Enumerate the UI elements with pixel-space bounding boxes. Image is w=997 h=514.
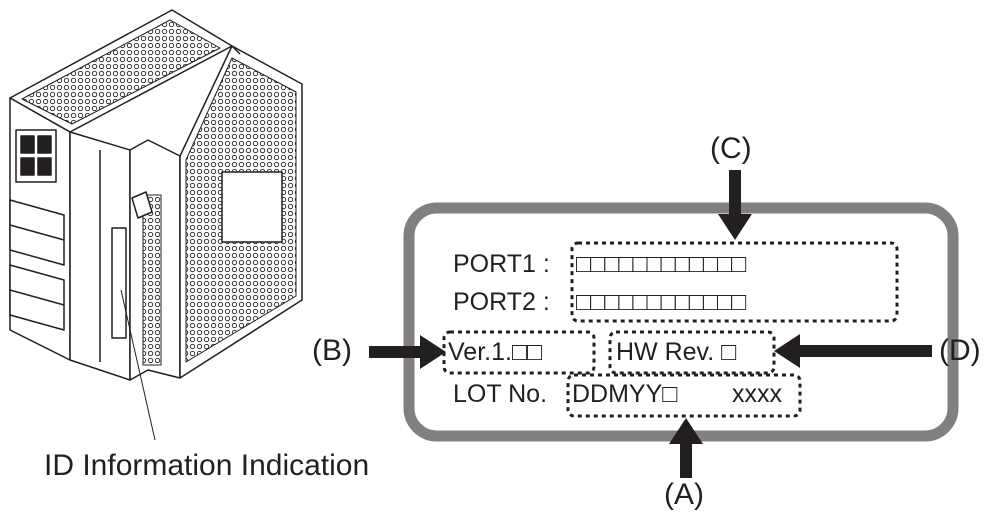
arrow-a xyxy=(669,418,703,478)
port1-label: PORT1 : xyxy=(453,250,550,278)
callout-arrows xyxy=(369,170,932,478)
device-illustration xyxy=(9,9,303,381)
callout-label-a: (A) xyxy=(664,478,704,511)
version-text: Ver.1.□□ xyxy=(448,338,543,366)
hw-rev-text: HW Rev. □ xyxy=(616,338,737,366)
port2-value: □□□□□□□□□□□□ xyxy=(576,288,746,316)
port1-value: □□□□□□□□□□□□ xyxy=(576,250,746,278)
box-c-port-ids xyxy=(570,241,899,323)
caption-leader-line xyxy=(120,289,156,441)
arrow-d xyxy=(774,334,932,368)
box-a-lot-code xyxy=(566,373,802,418)
lot-code: DDMYY□ xyxy=(572,380,678,408)
lot-serial: xxxx xyxy=(732,380,782,408)
lot-label: LOT No. xyxy=(453,380,548,408)
device-caption: ID Information Indication xyxy=(44,449,370,482)
id-information-window xyxy=(111,227,127,339)
callout-label-c: (C) xyxy=(710,132,752,165)
arrow-c xyxy=(718,170,752,240)
box-d-hw-rev xyxy=(608,330,776,375)
callout-label-b: (B) xyxy=(312,334,352,367)
callout-label-d: (D) xyxy=(939,334,981,367)
port2-label: PORT2 : xyxy=(453,288,550,316)
arrow-b xyxy=(369,335,446,369)
